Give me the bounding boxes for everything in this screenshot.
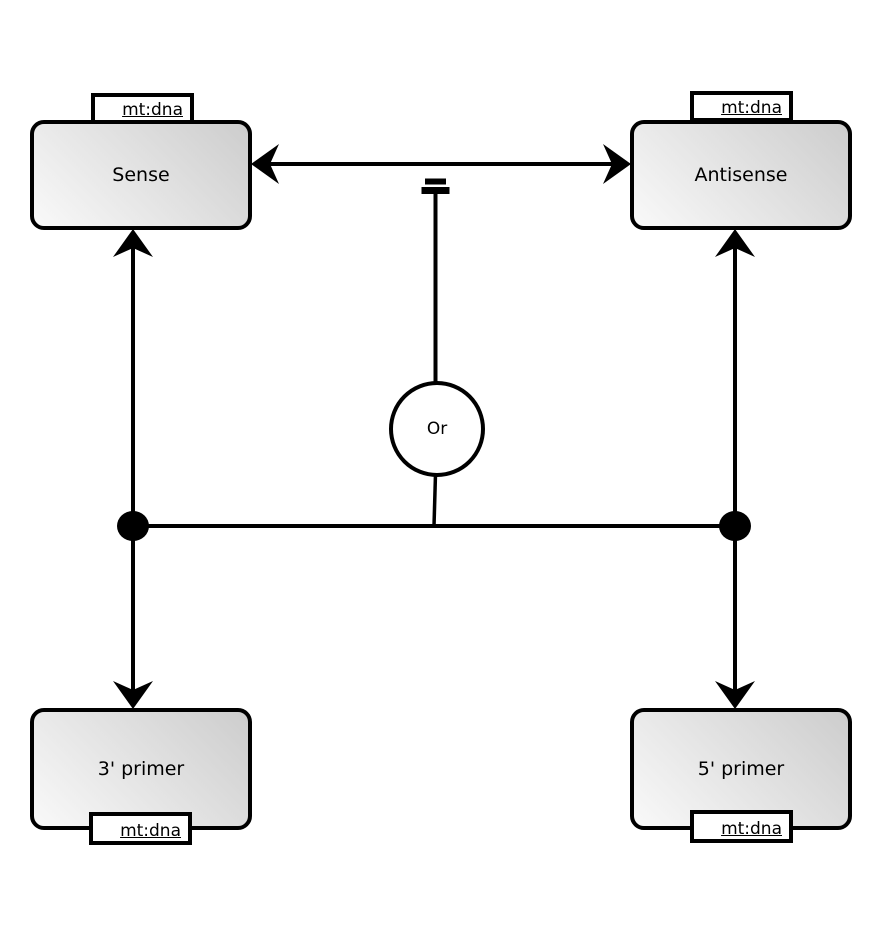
- or-operator-label: Or: [426, 419, 448, 439]
- tag-label: mt:dna: [721, 97, 782, 118]
- edge-or-branch: [421, 178, 450, 527]
- node-3-prime-primer[interactable]: 3' primer: [30, 708, 252, 830]
- edge-sense-antisense: [251, 144, 631, 184]
- node-sense[interactable]: Sense: [30, 120, 252, 230]
- arrowhead-left-icon: [251, 144, 279, 184]
- arrowhead-right-icon: [603, 144, 631, 184]
- node-5-prime-primer-label: 5' primer: [697, 758, 785, 780]
- node-sense-label: Sense: [112, 164, 170, 186]
- node-antisense[interactable]: Antisense: [630, 120, 852, 230]
- arrowhead-up-right-icon: [715, 229, 755, 257]
- edge-or-lower-line: [432, 473, 438, 527]
- tag-3-prime-primer-mtdna: mt:dna: [89, 812, 192, 845]
- tag-label: mt:dna: [120, 820, 181, 841]
- double-bar-bottom-icon: [421, 187, 450, 194]
- double-bar-top-icon: [425, 178, 446, 185]
- arrowhead-down-right-icon: [715, 681, 755, 709]
- edge-right-branch: [715, 229, 755, 709]
- tag-sense-mtdna: mt:dna: [91, 93, 194, 124]
- tag-label: mt:dna: [721, 818, 782, 839]
- tag-antisense-mtdna: mt:dna: [690, 91, 793, 122]
- arrowhead-down-left-icon: [113, 681, 153, 709]
- node-3-prime-primer-label: 3' primer: [97, 758, 185, 780]
- or-operator-node[interactable]: Or: [389, 381, 485, 477]
- edge-left-branch: [113, 229, 153, 709]
- node-5-prime-primer[interactable]: 5' primer: [630, 708, 852, 830]
- arrowhead-up-left-icon: [113, 229, 153, 257]
- tag-label: mt:dna: [122, 99, 183, 120]
- tag-5-prime-primer-mtdna: mt:dna: [690, 810, 793, 843]
- node-antisense-label: Antisense: [694, 164, 788, 186]
